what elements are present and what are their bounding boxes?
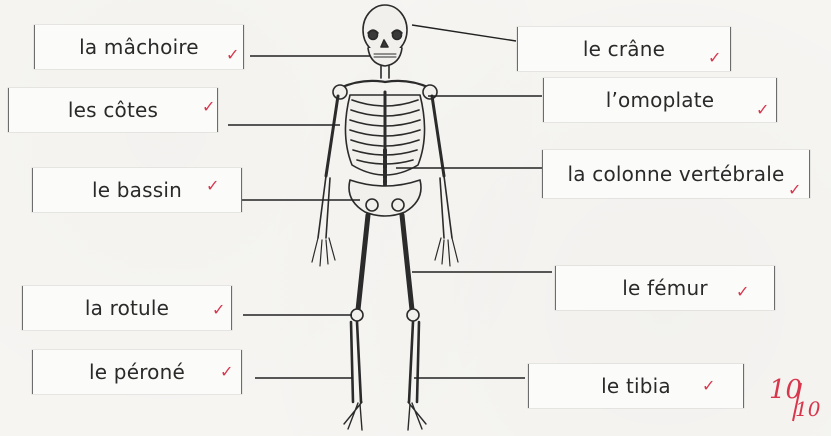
check-mark-crane: ✓	[708, 48, 721, 67]
check-mark-colonne: ✓	[788, 180, 801, 199]
pelvis-outline	[349, 180, 421, 216]
check-mark-omoplate: ✓	[756, 100, 769, 119]
check-mark-perone: ✓	[220, 362, 233, 381]
label-machoire-text: la mâchoire	[79, 35, 199, 59]
label-perone: le péroné	[32, 350, 242, 394]
check-mark-tibia: ✓	[702, 376, 715, 395]
leader-crane	[412, 25, 516, 41]
label-machoire: la mâchoire	[34, 25, 244, 69]
check-mark-machoire: ✓	[226, 45, 239, 64]
check-mark-rotule: ✓	[212, 300, 225, 319]
label-omoplate: l’omoplate	[543, 78, 777, 122]
label-cotes: les côtes	[8, 88, 218, 132]
label-cotes-text: les côtes	[68, 98, 158, 122]
check-mark-femur: ✓	[736, 282, 749, 301]
label-colonne-text: la colonne vertébrale	[568, 162, 785, 186]
label-perone-text: le péroné	[89, 360, 185, 384]
label-rotule: la rotule	[22, 286, 232, 330]
label-femur-text: le fémur	[622, 276, 708, 300]
label-bassin-text: le bassin	[92, 178, 182, 202]
label-tibia-text: le tibia	[601, 374, 671, 398]
label-crane: le crâne	[517, 27, 731, 71]
score: 10 10	[765, 375, 825, 430]
score-denominator: 10	[795, 397, 820, 421]
check-mark-cotes: ✓	[202, 97, 215, 116]
label-crane-text: le crâne	[583, 37, 665, 61]
label-rotule-text: la rotule	[85, 296, 169, 320]
label-omoplate-text: l’omoplate	[606, 88, 715, 112]
check-mark-bassin: ✓	[206, 176, 219, 195]
label-colonne: la colonne vertébrale	[542, 150, 810, 198]
